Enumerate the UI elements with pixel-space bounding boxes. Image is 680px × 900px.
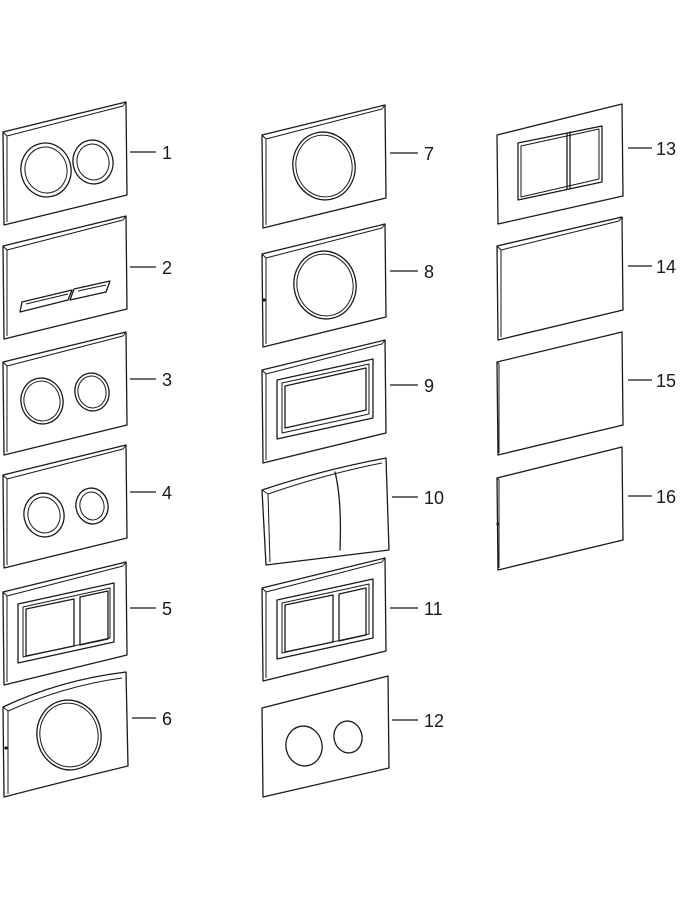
callout-7: 7 — [390, 144, 434, 164]
callout-label-5: 5 — [162, 599, 172, 619]
flush-plate-11 — [261, 557, 387, 682]
callout-label-8: 8 — [424, 262, 434, 282]
callout-2: 2 — [130, 258, 172, 278]
callout-label-9: 9 — [424, 376, 434, 396]
callout-1: 1 — [130, 143, 172, 163]
callout-12: 12 — [392, 711, 444, 731]
flush-plate-10 — [261, 457, 390, 566]
callout-3: 3 — [130, 370, 172, 390]
callout-8: 8 — [390, 262, 434, 282]
flush-plate-6 — [2, 671, 129, 798]
callout-label-13: 13 — [656, 139, 676, 159]
callout-label-16: 16 — [656, 487, 676, 507]
flush-plate-2 — [2, 215, 128, 340]
callout-label-7: 7 — [424, 144, 434, 164]
callout-label-6: 6 — [162, 709, 172, 729]
callout-label-15: 15 — [656, 371, 676, 391]
callout-label-2: 2 — [162, 258, 172, 278]
callout-14: 14 — [628, 257, 676, 277]
callout-10: 10 — [392, 488, 444, 508]
flush-plate-4 — [2, 444, 128, 569]
callout-5: 5 — [130, 599, 172, 619]
flush-plate-7 — [261, 104, 387, 229]
flush-plate-12 — [261, 675, 390, 798]
flush-plate-13 — [496, 103, 624, 225]
callout-16: 16 — [628, 487, 676, 507]
flush-plate-15 — [496, 331, 624, 456]
flush-plate-3 — [2, 331, 128, 456]
flush-plate-14 — [496, 216, 624, 341]
callout-6: 6 — [132, 709, 172, 729]
callout-label-1: 1 — [162, 143, 172, 163]
callout-label-11: 11 — [424, 599, 443, 619]
callout-label-12: 12 — [424, 711, 444, 731]
callout-15: 15 — [628, 371, 676, 391]
callout-label-14: 14 — [656, 257, 676, 277]
callout-label-3: 3 — [162, 370, 172, 390]
flush-plate-16 — [496, 446, 624, 571]
callout-9: 9 — [390, 376, 434, 396]
callout-13: 13 — [628, 139, 676, 159]
callout-label-4: 4 — [162, 483, 172, 503]
callout-11: 11 — [390, 599, 443, 619]
flush-plate-1 — [2, 101, 128, 226]
callout-label-10: 10 — [424, 488, 444, 508]
flush-plate-8 — [261, 223, 387, 348]
callout-4: 4 — [130, 483, 172, 503]
flush-plate-5 — [2, 561, 128, 686]
flush-plate-9 — [261, 339, 387, 464]
